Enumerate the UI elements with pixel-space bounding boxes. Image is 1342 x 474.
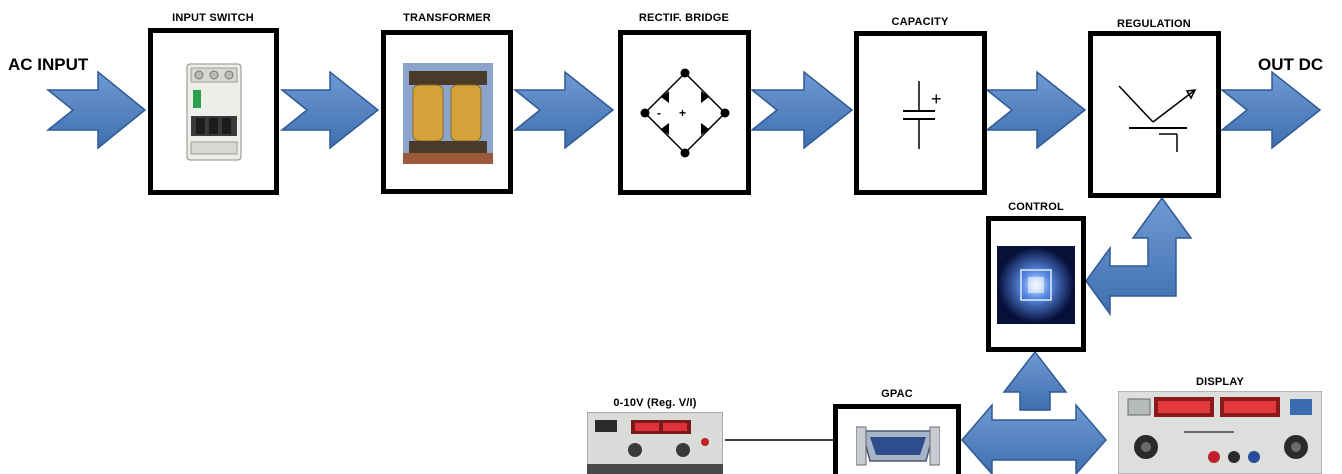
arrow-transformer-to-rectifier: [512, 70, 615, 150]
arrow-rectifier-to-capacity: [749, 70, 854, 150]
capacitor-icon: +: [903, 81, 942, 149]
gpac-label: GPAC: [881, 388, 913, 400]
transformer-icon: [403, 63, 493, 164]
diode-bridge-icon: - +: [640, 68, 730, 158]
control-block: [986, 216, 1086, 352]
glowing-chip-icon: [997, 246, 1075, 324]
gpac-block: [833, 404, 961, 474]
input-switch-label: INPUT SWITCH: [172, 12, 254, 24]
rectifier-label: RECTIF. BRIDGE: [638, 12, 730, 24]
arrow-capacity-to-regulation: [984, 70, 1087, 150]
display-label: DISPLAY: [1195, 376, 1245, 388]
circuit-breaker-icon: [186, 63, 242, 161]
arrow-out-dc: [1219, 70, 1322, 150]
transformer-block: [381, 30, 513, 194]
reference-label: 0-10V (Reg. V/I): [613, 397, 697, 409]
regulation-block: [1088, 31, 1221, 198]
arrow-control-vertical: [1002, 350, 1068, 411]
capacity-label: CAPACITY: [891, 16, 949, 28]
arrow-gpac-display: [961, 402, 1107, 474]
power-supply-icon: [587, 412, 723, 474]
regulation-label: REGULATION: [1117, 18, 1191, 30]
transistor-icon: [1118, 85, 1197, 152]
capacity-block: +: [854, 31, 987, 195]
control-label: CONTROL: [1008, 201, 1064, 213]
input-switch-block: [148, 28, 279, 195]
rectifier-minus-label: -: [657, 106, 661, 120]
db25-connector-icon: [856, 426, 940, 466]
instrument-panel-icon: [1118, 391, 1322, 474]
ac-input-label: AC INPUT: [8, 55, 89, 74]
out-dc-label: OUT DC: [1258, 55, 1324, 74]
rectifier-plus-label: +: [679, 106, 686, 120]
transformer-label: TRANSFORMER: [403, 12, 491, 24]
arrow-ac-input: [45, 70, 147, 150]
arrow-control-regulation: [1085, 196, 1193, 317]
rectifier-block: - +: [618, 30, 751, 195]
capacitor-plus-label: +: [931, 89, 942, 109]
arrow-switch-to-transformer: [279, 70, 380, 150]
